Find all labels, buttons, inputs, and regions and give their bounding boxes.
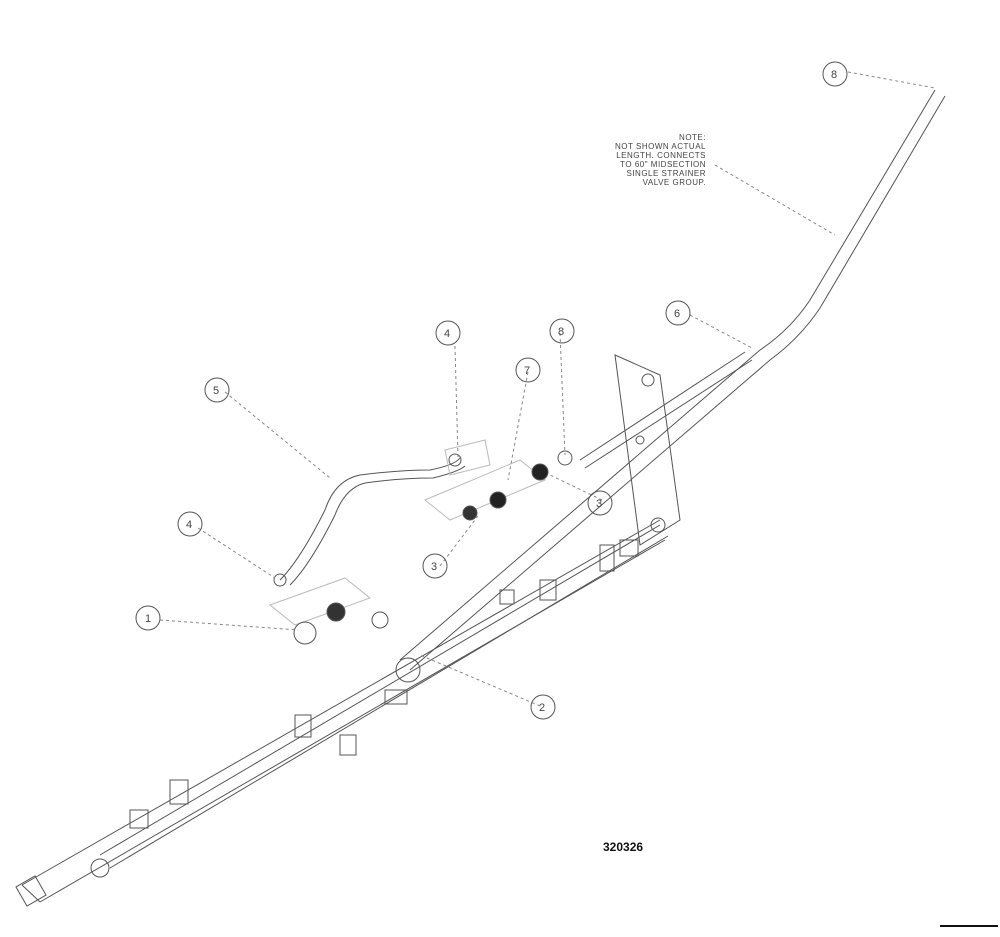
strainer-hose <box>579 351 753 469</box>
boom-hose-tube <box>399 89 946 671</box>
drawing-number: 320326 <box>603 840 644 854</box>
callout-7: 7 <box>524 365 530 377</box>
callout-3b: 3 <box>596 498 602 510</box>
note-line-3: LENGTH. CONNECTS <box>616 151 706 160</box>
callout-1: 1 <box>145 613 151 625</box>
callout-2: 2 <box>539 702 545 714</box>
callout-5: 5 <box>213 385 219 397</box>
hatch-panel-mid <box>424 459 546 521</box>
hatch-panel-top <box>444 439 491 476</box>
note-line-5: SINGLE STRAINER <box>626 169 706 178</box>
callout-circles <box>135 61 848 720</box>
callout-4b: 4 <box>186 519 192 531</box>
frame-tube-end <box>15 875 47 907</box>
callout-8b: 8 <box>558 326 564 338</box>
callout-4a: 4 <box>444 328 450 340</box>
secondary-frame-tube <box>99 524 669 869</box>
hose-5 <box>279 457 466 586</box>
callout-8a: 8 <box>831 69 837 81</box>
hatch-panel-left <box>268 577 372 626</box>
fittings <box>90 450 666 878</box>
note-line-1: NOTE: <box>679 133 706 142</box>
mounting-plate <box>614 354 681 546</box>
callout-3a: 3 <box>431 561 437 573</box>
leader-lines <box>159 71 936 707</box>
frame-brackets <box>129 539 639 829</box>
callout-6: 6 <box>674 308 680 320</box>
note-line-4: TO 60" MIDSECTION <box>620 160 706 169</box>
note-line-2: NOT SHOWN ACTUAL <box>615 142 706 151</box>
note-line-6: VALVE GROUP. <box>642 178 706 187</box>
